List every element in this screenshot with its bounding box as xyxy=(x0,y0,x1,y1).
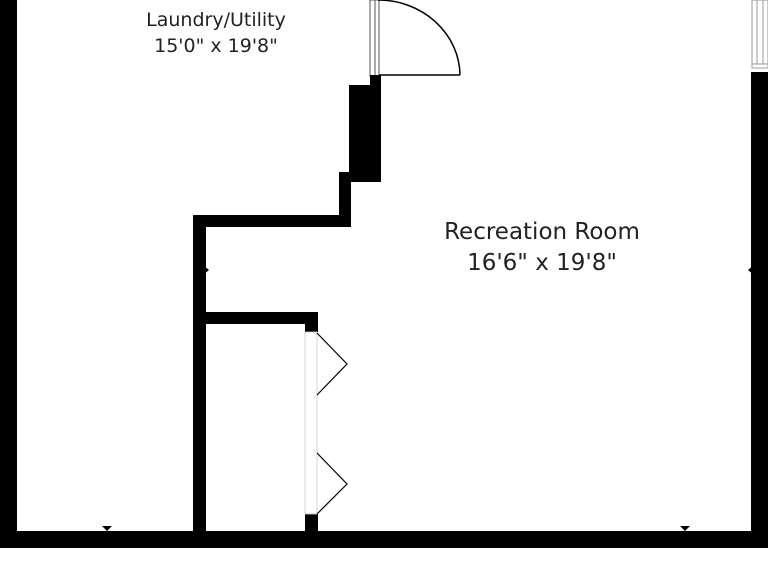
left-exterior-wall xyxy=(0,0,17,548)
room-dimensions: 15'0" x 19'8" xyxy=(154,34,278,57)
closet-bifold-doors xyxy=(304,331,348,515)
door-swing-top xyxy=(369,0,461,77)
room-name: Laundry/Utility xyxy=(146,9,286,31)
bottom-exterior-wall xyxy=(0,531,768,548)
room-label-recreation-room: Recreation Room 16'6" x 19'8" xyxy=(392,217,692,279)
dimension-markers xyxy=(102,265,754,531)
right-exterior-wall xyxy=(751,72,768,548)
window-right xyxy=(751,0,768,69)
closet-top-wall xyxy=(193,312,318,324)
closet-jamb-upper xyxy=(305,312,318,332)
closet-jamb-lower xyxy=(305,514,318,534)
room-dimensions: 16'6" x 19'8" xyxy=(467,250,617,277)
room-name: Recreation Room xyxy=(444,219,640,245)
room-label-laundry-utility: Laundry/Utility 15'0" x 19'8" xyxy=(96,8,336,59)
interior-stepped-wall xyxy=(193,75,381,537)
